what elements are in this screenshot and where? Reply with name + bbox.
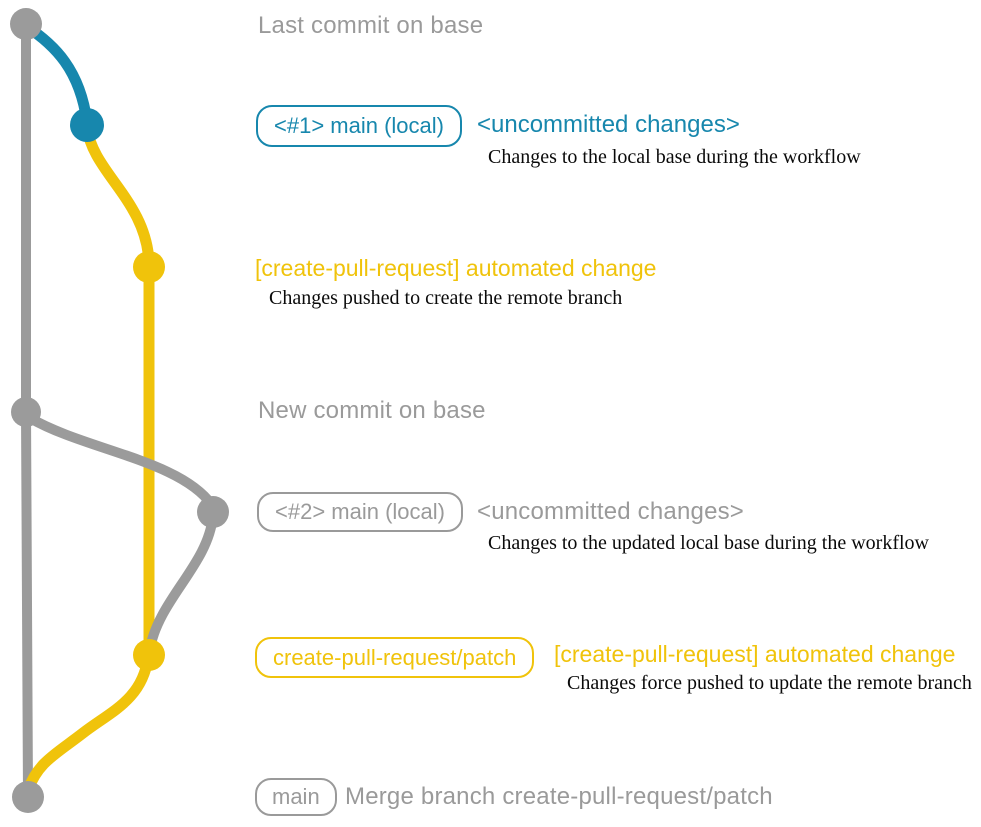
branch-line-merge [22,652,154,796]
automated-change-2-headline: [create-pull-request] automated change [554,641,956,667]
automated-change-1-note: Changes pushed to create the remote bran… [269,287,623,309]
last-commit-label: Last commit on base [258,12,484,39]
branch-line-local-main-1 [20,20,93,128]
commit-dot-last-base [10,8,42,40]
branch-badge-patch: create-pull-request/patch [255,637,535,678]
uncommitted-changes-1-note: Changes to the local base during the wor… [488,146,861,168]
branch-badge-main-local-1: <#1> main (local) [256,105,462,147]
uncommitted-changes-2-headline: <uncommitted changes> [477,498,745,525]
uncommitted-changes-2-note: Changes to the updated local base during… [488,532,929,554]
commit-dot-merge [12,781,44,813]
commit-dot-automated-change-1 [133,251,165,283]
commit-dot-main-local-2 [197,496,229,528]
uncommitted-changes-1-headline: <uncommitted changes> [477,111,740,138]
commit-dot-automated-change-2 [133,639,165,671]
automated-change-1-headline: [create-pull-request] automated change [255,255,657,281]
commit-dot-main-local-1 [70,108,104,142]
automated-change-2-note: Changes force pushed to update the remot… [567,672,972,694]
branch-line-patch [81,121,155,661]
branch-line-local-main-2b [145,511,218,653]
new-commit-label: New commit on base [258,397,486,424]
branch-line-local-main-2a [25,413,217,510]
merge-commit-label: Merge branch create-pull-request/patch [345,783,773,810]
branch-badge-main-local-2: <#2> main (local) [257,492,463,532]
commit-dot-new-base [11,397,41,427]
git-graph [10,8,229,813]
branch-badge-main: main [255,778,337,816]
